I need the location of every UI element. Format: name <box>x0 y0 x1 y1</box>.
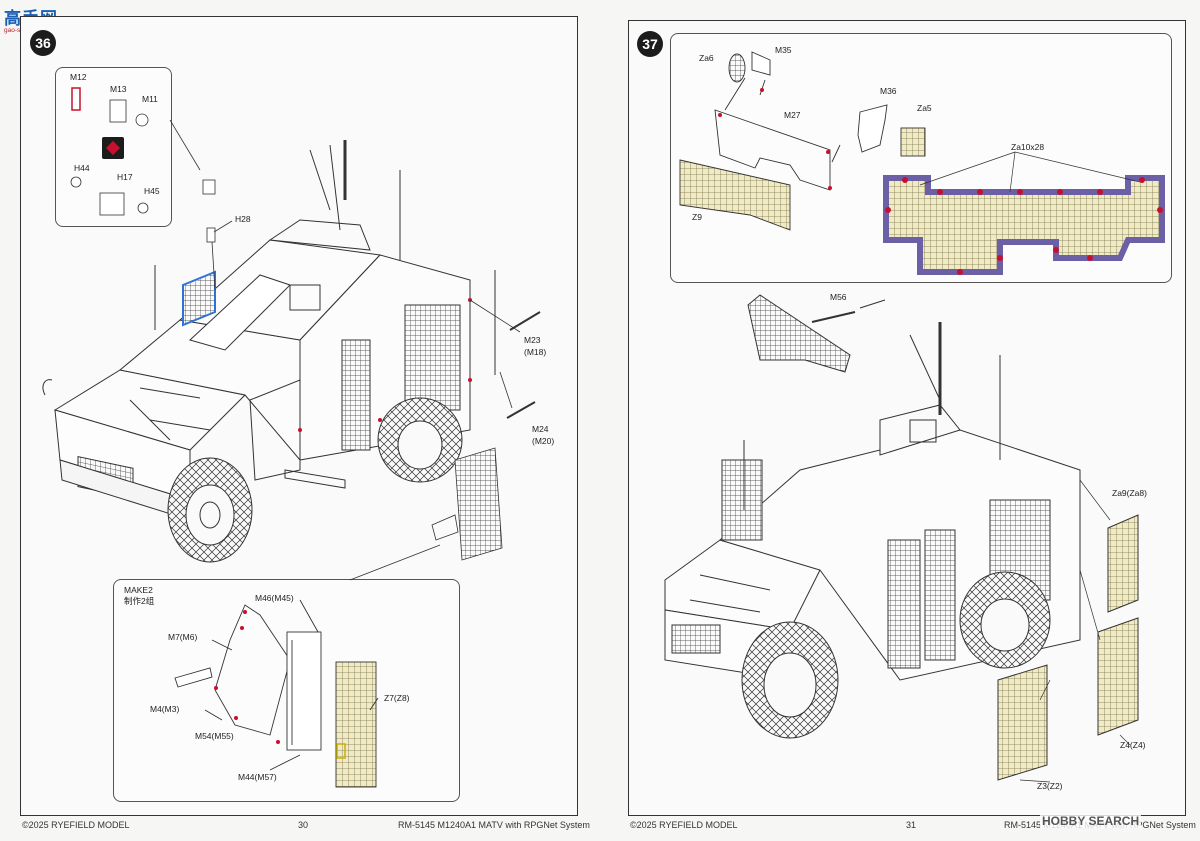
part-label-za5: Za5 <box>917 103 932 113</box>
callout-m18: (M18) <box>524 347 547 357</box>
part-label: H44 <box>74 163 90 173</box>
callout-z3: Z3(Z2) <box>1037 781 1063 791</box>
make-part-m7: M7(M6) <box>168 632 198 642</box>
callout-m56: M56 <box>830 292 847 302</box>
step-number: 37 <box>642 36 658 52</box>
make2-title: MAKE2 制作2组 <box>124 585 154 607</box>
callout-z4: Z4(Z4) <box>1120 740 1146 750</box>
make-part-z7: Z7(Z8) <box>384 693 410 703</box>
make-part-m44: M44(M57) <box>238 772 277 782</box>
left-vehicle-drawing <box>42 140 496 563</box>
step-badge: 36 <box>30 30 56 56</box>
part-label-m35: M35 <box>775 45 792 55</box>
make2-drawing <box>174 599 379 788</box>
part-label: M11 <box>142 94 158 104</box>
callout-m20: (M20) <box>532 436 555 446</box>
part-label: M12 <box>70 72 87 82</box>
callout-h28: H28 <box>235 214 251 224</box>
part-label-za6: Za6 <box>699 53 714 63</box>
watermark-hobbysearch: HOBBY SEARCH <box>1040 814 1142 828</box>
make2-title-cn: 制作2组 <box>124 596 155 606</box>
make-part-m46: M46(M45) <box>255 593 294 603</box>
step-badge: 37 <box>637 31 663 57</box>
callout-m24: M24 <box>532 424 549 434</box>
part-label: H17 <box>117 172 133 182</box>
footer-product: RM-5145 M1240A1 MATV with RPGNet System <box>398 820 590 830</box>
part-label: H45 <box>144 186 160 196</box>
footer-page-number: 30 <box>298 820 309 830</box>
callout-za9: Za9(Za8) <box>1112 488 1147 498</box>
make2-box <box>113 579 460 802</box>
footer-copyright: ©2025 RYEFIELD MODEL <box>630 820 738 830</box>
part-label-z9: Z9 <box>692 212 702 222</box>
make-part-m54: M54(M55) <box>195 731 234 741</box>
part-label-za10: Za10x28 <box>1011 142 1045 152</box>
make-part-m4: M4(M3) <box>150 704 180 714</box>
right-inset-drawing <box>679 51 1165 275</box>
part-label: M13 <box>110 84 127 94</box>
callout-m23: M23 <box>524 335 541 345</box>
part-label-m36: M36 <box>880 86 897 96</box>
part-label-m27: M27 <box>784 110 801 120</box>
make2-title-en: MAKE2 <box>124 585 153 595</box>
step-number: 36 <box>35 35 51 51</box>
left-leaders <box>70 87 541 581</box>
footer-page-number: 31 <box>906 820 917 830</box>
footer-copyright: ©2025 RYEFIELD MODEL <box>22 820 130 830</box>
right-vehicle-drawing <box>664 294 1139 783</box>
